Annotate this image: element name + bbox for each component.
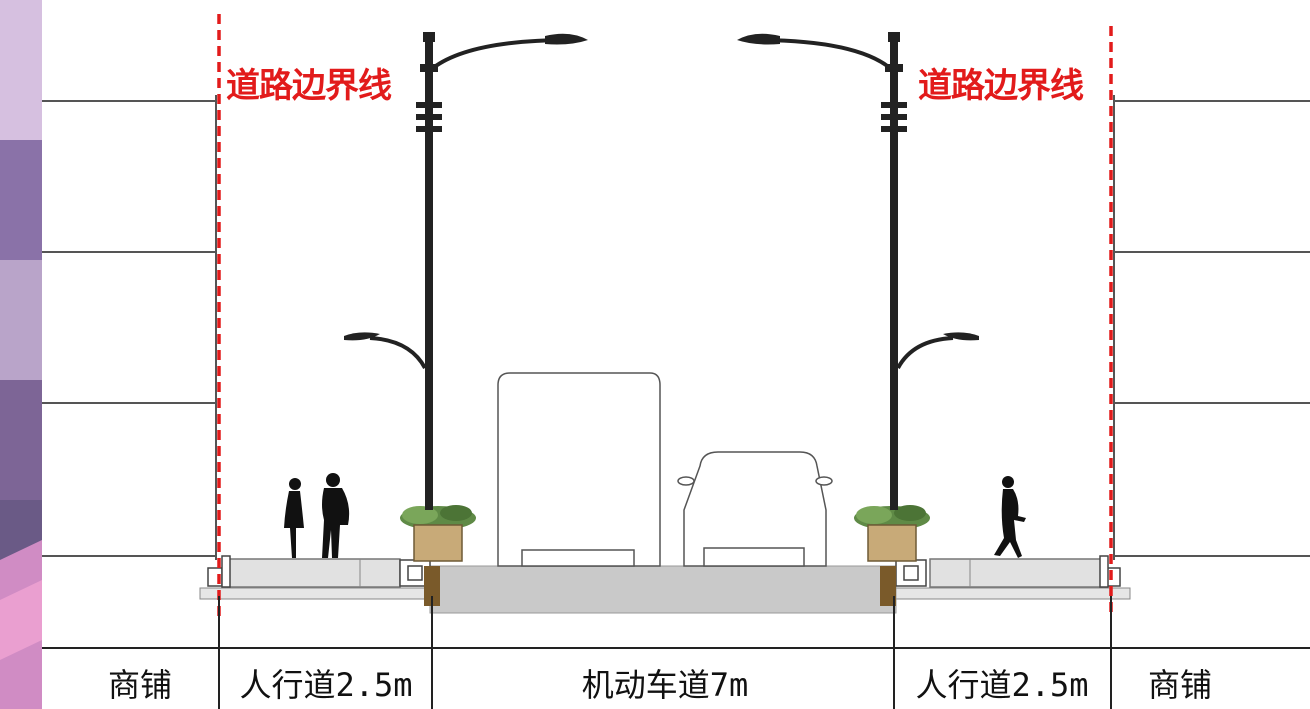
dimension-shop-left: 商铺 — [107, 666, 172, 704]
dimension-carriageway: 机动车道7m — [581, 666, 749, 704]
dimension-shop-right: 商铺 — [1147, 666, 1212, 704]
street-lamp-left — [344, 32, 588, 510]
pedestrian-man-left — [322, 473, 350, 558]
curb-right — [880, 559, 927, 606]
boundary-label-left: 道路边界线 — [226, 66, 392, 106]
planter-right — [854, 505, 930, 562]
bus-outline — [497, 372, 661, 567]
planter-left — [400, 505, 476, 562]
car-outline — [677, 451, 833, 567]
curb-left — [399, 559, 440, 606]
dimension-sidewalk-left: 人行道2.5m — [239, 666, 413, 704]
pedestrian-walking-right — [994, 476, 1026, 558]
sidewalk-left — [207, 555, 401, 588]
background-photo-left — [0, 0, 46, 709]
dimension-lines — [42, 596, 1310, 709]
pedestrian-woman-left — [284, 478, 304, 558]
building-floor-lines-right — [1114, 100, 1310, 557]
boundary-label-right: 道路边界线 — [918, 66, 1084, 106]
street-lamp-right — [737, 32, 979, 510]
sidewalk-right — [929, 555, 1121, 588]
dimension-sidewalk-right: 人行道2.5m — [915, 666, 1089, 704]
building-floor-lines-left — [42, 100, 216, 557]
